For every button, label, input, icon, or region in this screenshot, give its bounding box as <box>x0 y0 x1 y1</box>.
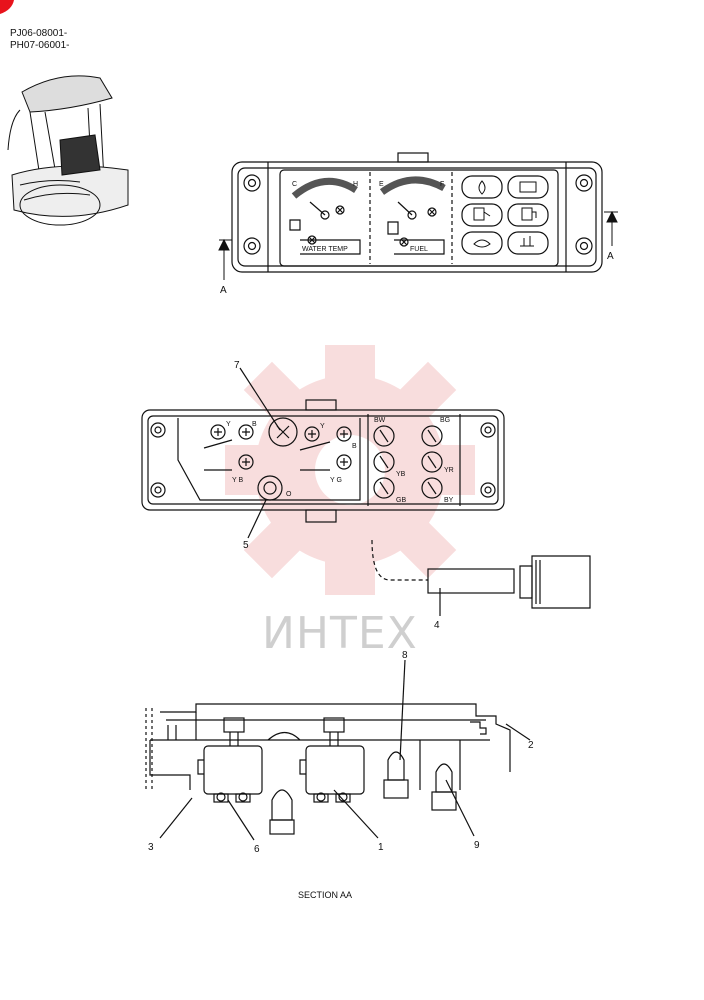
callout-6: 6 <box>254 844 260 855</box>
serial-range: PJ06-08001- PH07-06001- <box>10 28 69 52</box>
engine-temp-icon <box>473 207 491 221</box>
wire-code-yg: Y G <box>330 477 342 484</box>
serial-number-1: PJ06-08001- <box>10 28 68 39</box>
callout-4: 4 <box>434 620 440 631</box>
fuel-empty-mark: E <box>379 181 384 188</box>
temp-cold-mark: C <box>292 181 297 188</box>
wire-code-bw: BW <box>374 417 386 424</box>
wire-code-y1: Y <box>226 421 231 428</box>
wire-code-yb-right: YB <box>396 471 406 478</box>
air-filter-icon <box>473 239 491 248</box>
wire-code-yb: Y B <box>232 477 243 484</box>
warning-lamp-icons <box>473 180 537 248</box>
section-arrows <box>218 210 618 280</box>
wire-code-yr: YR <box>444 467 454 474</box>
section-marker-right: A <box>607 251 614 262</box>
wire-code-gb: GB <box>396 497 406 504</box>
gauge-panel-rear <box>141 367 591 616</box>
callout-1: 1 <box>378 842 384 853</box>
wire-code-o: O <box>286 491 292 498</box>
callout-7: 7 <box>234 360 240 371</box>
gauge-panel-front <box>231 152 603 273</box>
glow-plug-icon <box>520 236 534 247</box>
temp-hot-mark: H <box>353 181 358 188</box>
callout-3: 3 <box>148 842 154 853</box>
serial-number-2: PH07-06001- <box>10 40 70 51</box>
wire-code-b1: B <box>252 421 257 428</box>
wire-code-y2: Y <box>320 423 325 430</box>
watermark-text: ИНТЕХ <box>262 608 418 659</box>
fuel-level-icon <box>521 207 537 221</box>
fuel-full-mark: F <box>440 181 444 188</box>
section-marker-left: A <box>220 285 227 296</box>
callout-5: 5 <box>243 540 249 551</box>
battery-icon <box>519 181 537 193</box>
oil-pressure-icon <box>478 180 486 195</box>
wire-code-b2: B <box>352 443 357 450</box>
callout-8: 8 <box>402 650 408 661</box>
wire-code-by: BY <box>444 497 454 504</box>
water-temp-label: WATER TEMP <box>302 246 348 253</box>
callout-9: 9 <box>474 840 480 851</box>
callout-2: 2 <box>528 740 534 751</box>
section-aa-view <box>145 659 531 841</box>
wire-code-bg: BG <box>440 417 450 424</box>
machine-thumbnail <box>7 75 129 226</box>
fuel-label: FUEL <box>410 246 428 253</box>
corner-mark <box>0 0 14 14</box>
section-caption: SECTION AA <box>297 890 352 900</box>
